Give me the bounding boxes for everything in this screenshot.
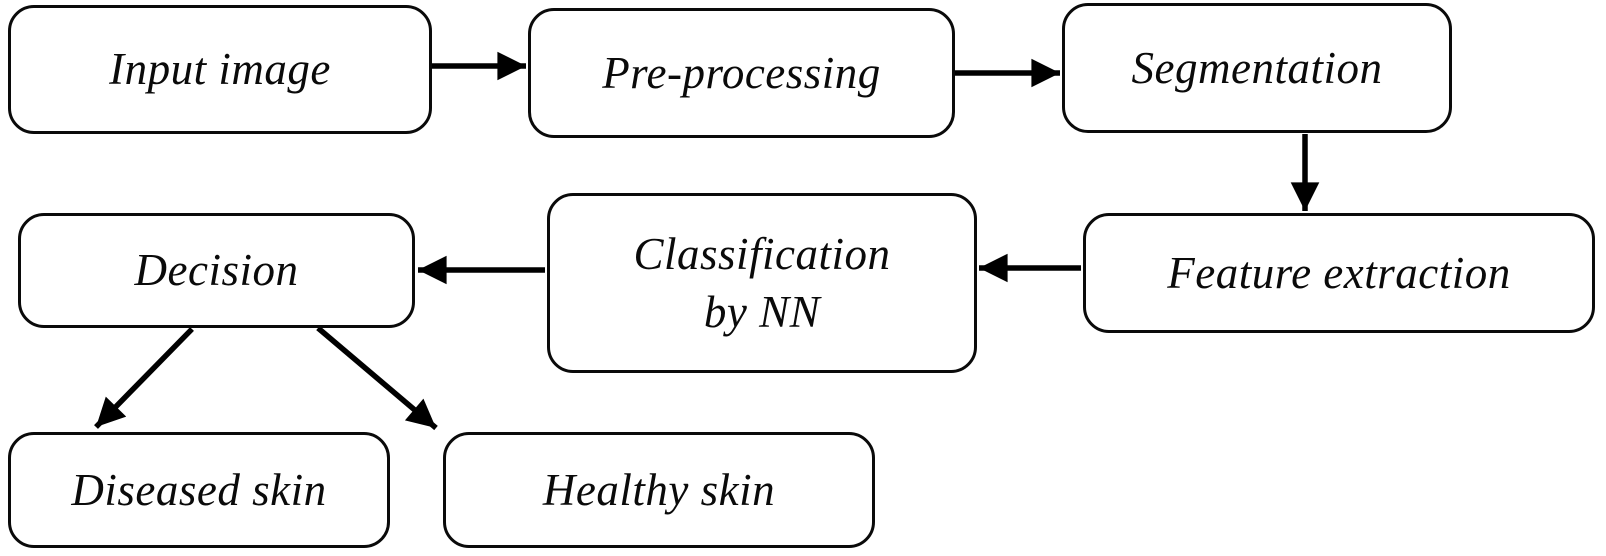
node-decision: Decision [18, 213, 415, 328]
node-classification-line1: Classification [633, 228, 891, 279]
node-pre-processing-label: Pre-processing [602, 47, 881, 98]
node-pre-processing: Pre-processing [528, 8, 955, 138]
node-decision-label: Decision [134, 245, 299, 296]
node-segmentation-label: Segmentation [1131, 42, 1383, 93]
node-healthy-skin-label: Healthy skin [542, 464, 776, 515]
node-classification-by-nn-label: Classification by NN [633, 225, 890, 342]
node-diseased-skin-label: Diseased skin [71, 464, 327, 515]
node-diseased-skin: Diseased skin [8, 432, 390, 548]
node-segmentation: Segmentation [1062, 3, 1452, 133]
arrow-decision-to-healthy-skin [316, 325, 438, 431]
node-input-image-label: Input image [109, 44, 331, 95]
node-feature-extraction: Feature extraction [1083, 213, 1595, 333]
node-healthy-skin: Healthy skin [443, 432, 875, 548]
node-input-image: Input image [8, 5, 432, 134]
node-classification-line2: by NN [703, 287, 821, 337]
node-classification-by-nn: Classification by NN [547, 193, 977, 373]
arrow-decision-to-diseased-skin [94, 327, 194, 429]
node-feature-extraction-label: Feature extraction [1167, 247, 1511, 298]
